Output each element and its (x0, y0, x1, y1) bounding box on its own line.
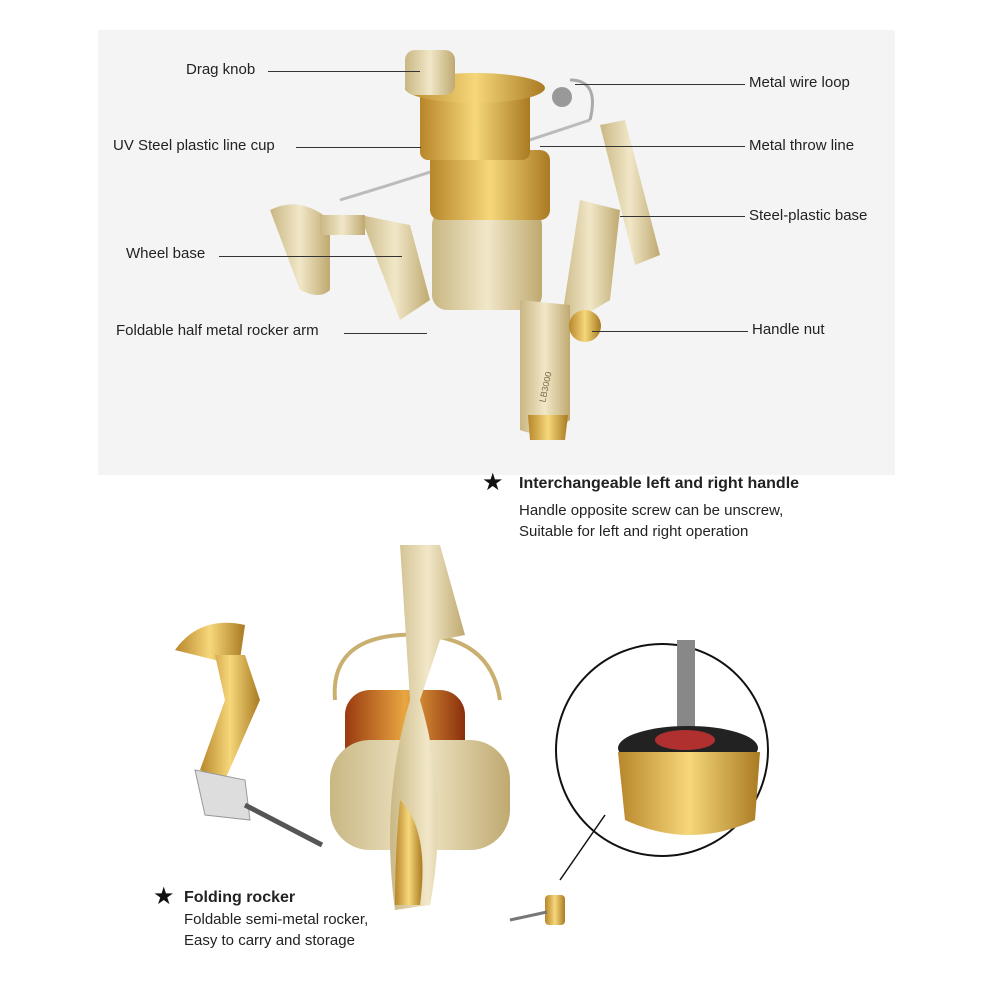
leader-line (268, 71, 420, 72)
star-icon: ★ (153, 883, 175, 910)
leader-line (592, 331, 748, 332)
label-handle-nut: Handle nut (752, 321, 825, 338)
label-throw-line: Metal throw line (749, 137, 855, 154)
rocker-section-line: Foldable semi-metal rocker, (184, 911, 369, 928)
label-drag-knob: Drag knob (186, 61, 256, 78)
handle-section-title: Interchangeable left and right handle (519, 475, 800, 492)
top-reel-image (270, 50, 660, 440)
leader-line (575, 84, 745, 85)
label-base: Steel-plastic base (749, 207, 868, 224)
handle-nut-zoom-circle (509, 640, 769, 925)
leader-line (219, 256, 402, 257)
label-wheel-base: Wheel base (126, 245, 206, 262)
bottom-reel-image (330, 545, 510, 910)
label-rocker-arm: Foldable half metal rocker arm (116, 322, 319, 339)
rocker-section-title: Folding rocker (184, 889, 296, 906)
label-line-cup: UV Steel plastic line cup (113, 137, 275, 154)
handle-section-line: Handle opposite screw can be unscrew, (519, 502, 784, 519)
detached-handle-image (175, 622, 324, 848)
star-icon: ★ (482, 469, 504, 496)
leader-line (344, 333, 427, 334)
rocker-section-line: Easy to carry and storage (184, 932, 355, 949)
leader-line (620, 216, 745, 217)
leader-line (540, 146, 745, 147)
label-wire-loop: Metal wire loop (749, 74, 850, 91)
handle-section-line: Suitable for left and right operation (519, 523, 749, 540)
leader-line (296, 147, 421, 148)
